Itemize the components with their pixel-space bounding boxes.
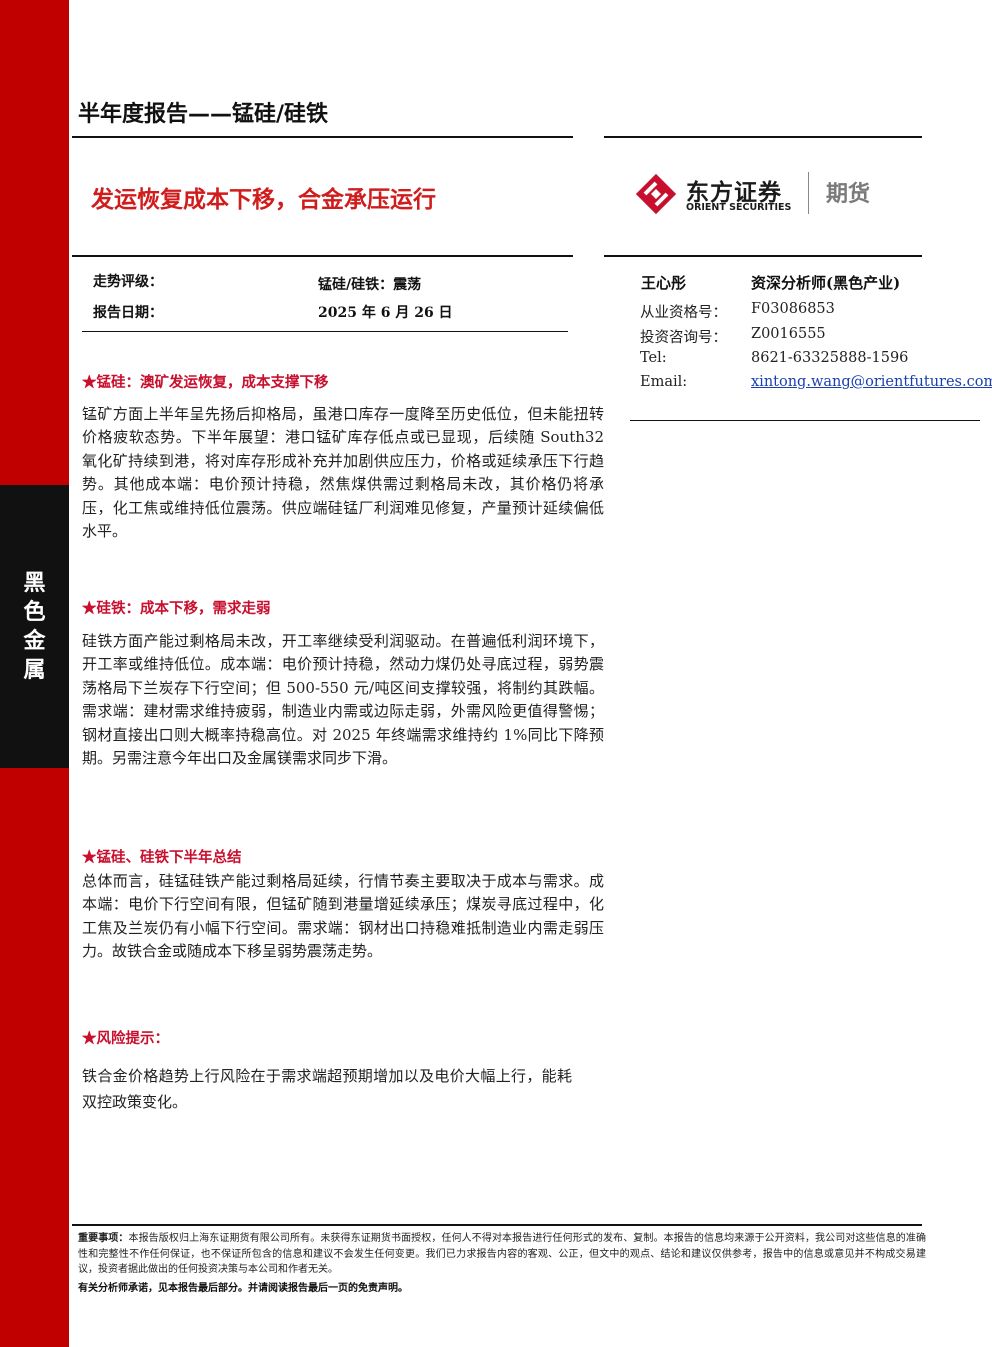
divider (604, 255, 922, 257)
category-char: 属 (23, 657, 46, 683)
divider (630, 420, 980, 421)
divider (72, 1224, 922, 1226)
section-heading: ★风险提示： (82, 1030, 169, 1047)
cert-value: F03086853 (751, 301, 835, 317)
section-body: 锰矿方面上半年呈先扬后抑格局，虽港口库存一度降至历史低位，但未能扭转价格疲软态势… (82, 405, 604, 541)
date-value: 2025 年 6 月 26 日 (318, 305, 453, 321)
divider (72, 136, 573, 138)
section-heading: ★硅铁：成本下移，需求走弱 (82, 600, 271, 617)
analyst-title: 资深分析师(黑色产业) (751, 274, 901, 292)
category-char: 色 (23, 599, 46, 625)
category-char: 金 (23, 628, 46, 654)
section-body: 铁合金价格趋势上行风险在于需求端超预期增加以及电价大幅上行，能耗双控政策变化。 (82, 1067, 572, 1111)
orient-logo-icon (635, 173, 677, 215)
trend-label: 走势评级： (93, 274, 163, 290)
analyst-statement-note: 有关分析师承诺，见本报告最后部分。并请阅读报告最后一页的免责声明。 (78, 1283, 408, 1294)
logo-name-en: ORIENT SECURITIES (686, 202, 792, 213)
disclaimer: 重要事项：本报告版权归上海东证期货有限公司所有。未获得东证期货书面授权，任何人不… (78, 1231, 926, 1278)
disclaimer-label: 重要事项： (78, 1233, 129, 1244)
category-char: 黑 (23, 570, 46, 596)
cert-label: 从业资格号： (640, 305, 727, 321)
section-body: 硅铁方面产能过剩格局未改，开工率继续受利润驱动。在普遍低利润环境下，开工率或维持… (82, 632, 604, 768)
section-body: 总体而言，硅锰硅铁产能过剩格局延续，行情节奏主要取决于成本与需求。成本端：电价下… (82, 872, 604, 961)
tel-value: 8621-63325888-1596 (751, 350, 909, 366)
company-logo: 东方证券 ORIENT SECURITIES 期货 (634, 172, 884, 216)
logo-division: 期货 (826, 182, 871, 207)
category-tab: 黑 色 金 属 (0, 485, 69, 768)
tel-label: Tel: (640, 350, 667, 366)
section-heading: ★锰硅：澳矿发运恢复，成本支撑下移 (82, 374, 329, 391)
logo-name-cn: 东方证券 (686, 180, 782, 206)
section-heading: ★锰硅、硅铁下半年总结 (82, 849, 242, 866)
divider (604, 136, 922, 138)
email-label: Email: (640, 374, 688, 390)
consult-value: Z0016555 (751, 326, 826, 342)
logo-divider (808, 172, 809, 214)
date-label: 报告日期： (93, 305, 163, 321)
report-type: 半年度报告——锰硅/硅铁 (78, 102, 329, 127)
divider (82, 331, 568, 332)
analyst-name: 王心彤 (641, 274, 687, 292)
email-link[interactable]: xintong.wang@orientfutures.com (751, 374, 992, 390)
divider (72, 255, 573, 257)
headline: 发运恢复成本下移，合金承压运行 (91, 187, 436, 213)
disclaimer-text: 本报告版权归上海东证期货有限公司所有。未获得东证期货书面授权，任何人不得对本报告… (78, 1233, 927, 1275)
trend-value: 锰硅/硅铁：震荡 (318, 277, 422, 293)
consult-label: 投资咨询号： (640, 330, 727, 346)
